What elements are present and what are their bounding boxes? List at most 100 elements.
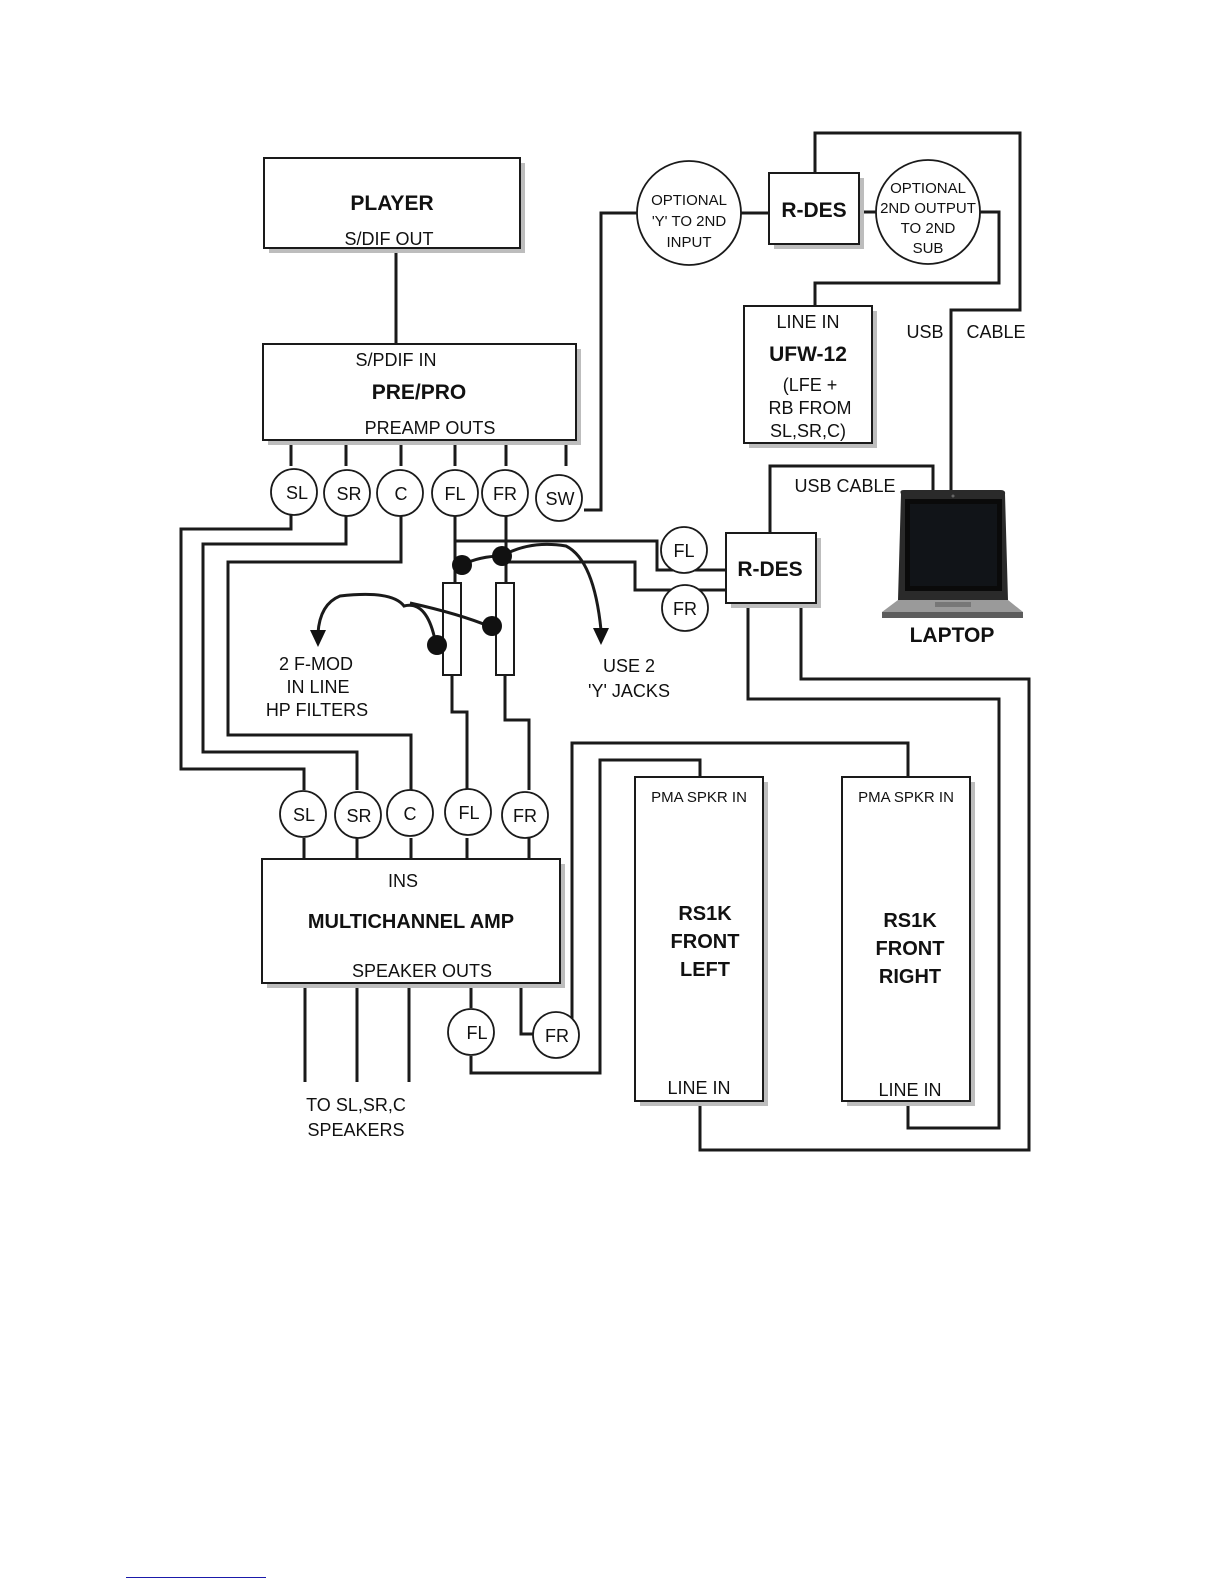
wire-fl-to-amp <box>450 675 469 790</box>
wire-rdes-to-rs1k-left <box>746 603 1001 1130</box>
fmod-note-line-1: 2 F-MOD <box>279 654 353 674</box>
callout-y-curve <box>461 542 603 631</box>
wires <box>179 131 1031 1152</box>
optional-2nd-line-1: OPTIONAL <box>890 180 966 197</box>
amp-jack-c <box>386 789 434 837</box>
rs1k-left-input-label: PMA SPKR IN <box>651 789 747 806</box>
prepro-title: PRE/PRO <box>372 381 467 404</box>
amp-box: INS MULTICHANNEL AMP SPEAKER OUTS <box>261 858 565 988</box>
y-jacks-note-line-2: 'Y' JACKS <box>588 681 670 701</box>
speakers-note-line-2: SPEAKERS <box>307 1120 404 1140</box>
preamp-jack-c <box>376 469 424 517</box>
amp-jack-fr-label: FR <box>513 806 537 826</box>
ufw-note-line-1: (LFE + <box>783 375 838 395</box>
rdes-input-fr-jack <box>661 584 709 632</box>
rs1k-left-box: PMA SPKR IN RS1K FRONT LEFT LINE IN <box>634 776 768 1106</box>
usb-cable-mid-label: USB CABLE <box>794 476 895 496</box>
amp-jack-sl <box>279 790 327 838</box>
rs1k-right-title-line-2: FRONT <box>876 938 945 960</box>
ufw-input-label: LINE IN <box>776 312 839 332</box>
rdes-top-title: R-DES <box>781 199 846 222</box>
amp-outputs-label: SPEAKER OUTS <box>352 961 492 981</box>
amp-jack-fr <box>501 791 549 839</box>
rs1k-right-box: PMA SPKR IN RS1K FRONT RIGHT LINE IN <box>841 776 975 1106</box>
amp-jack-fl <box>444 788 492 836</box>
rdes-input-fl-label: FL <box>673 541 694 561</box>
optional-y-circle: OPTIONAL 'Y' TO 2ND INPUT <box>636 160 742 266</box>
rdes-top-box: R-DES <box>768 172 864 249</box>
preamp-jack-sr-label: SR <box>336 484 361 504</box>
preamp-jack-fl <box>431 469 479 517</box>
wire-fr-to-amp <box>503 675 531 790</box>
wire-optional-2nd-to-ufw <box>813 210 1001 306</box>
rdes-mid-box: R-DES <box>725 532 821 608</box>
wire-sw-to-optional-y <box>584 211 638 512</box>
preamp-jack-c-label: C <box>395 484 408 504</box>
amp-jack-fl-label: FL <box>458 803 479 823</box>
ufw-box: LINE IN UFW-12 (LFE + RB FROM SL,SR,C) <box>743 305 877 448</box>
wire-rdes-to-rs1k-right <box>698 603 1031 1152</box>
callout-fmod-arrowhead <box>310 630 326 647</box>
rs1k-right-title-line-3: RIGHT <box>879 966 941 988</box>
amp-out-jack-fl <box>447 1008 495 1056</box>
amp-out-jack-fr <box>532 1011 580 1059</box>
inline-filters <box>442 582 515 676</box>
amp-jack-sr-label: SR <box>346 806 371 826</box>
player-port-label: S/DIF OUT <box>345 229 434 249</box>
ufw-title: UFW-12 <box>769 343 847 366</box>
wire-sl-to-amp <box>179 515 306 790</box>
optional-y-line-2: 'Y' TO 2ND <box>652 213 727 230</box>
amp-jack-sl-label: SL <box>293 805 315 825</box>
wire-sr-to-amp <box>201 515 359 790</box>
wire-rdes-top-usb <box>813 131 1022 493</box>
preamp-jack-sr <box>323 469 371 517</box>
usb-cable-top-left: USB <box>906 322 943 342</box>
ufw-note-line-2: RB FROM <box>769 398 852 418</box>
amp-input-label: INS <box>388 871 418 891</box>
wire-usb-cable-mid <box>768 464 935 534</box>
fmod-note-line-2: IN LINE <box>286 677 349 697</box>
player-title: PLAYER <box>350 192 433 215</box>
amp-jack-sr <box>334 791 382 839</box>
rs1k-right-input-label: PMA SPKR IN <box>858 789 954 806</box>
callout-fmod-dot-fl <box>427 635 447 655</box>
rs1k-left-title-line-3: LEFT <box>680 959 730 981</box>
wire-c-to-amp <box>226 515 413 790</box>
callout-y-dot-fr <box>492 546 512 566</box>
rdes-mid-title: R-DES <box>737 558 802 581</box>
rs1k-left-title-line-1: RS1K <box>678 903 732 925</box>
preamp-channel-jacks: SL SR C FL FR SW <box>270 468 583 522</box>
optional-2nd-line-4: SUB <box>913 240 944 257</box>
preamp-jack-fl-label: FL <box>444 484 465 504</box>
rs1k-right-title-line-1: RS1K <box>883 910 937 932</box>
optional-y-line-1: OPTIONAL <box>651 192 727 209</box>
rs1k-left-line-in-label: LINE IN <box>667 1078 730 1098</box>
prepro-box: S/PDIF IN PRE/PRO PREAMP OUTS <box>262 343 581 445</box>
callout-fmod-dot-fr <box>482 616 502 636</box>
amp-channel-jacks: SL SR C FL FR <box>279 788 549 839</box>
fmod-filter-fl <box>442 582 462 676</box>
preamp-jack-sl-label: SL <box>286 483 308 503</box>
preamp-jack-sw-label: SW <box>546 489 575 509</box>
amp-out-jack-fl-label: FL <box>466 1023 487 1043</box>
y-jacks-note-line-1: USE 2 <box>603 656 655 676</box>
amp-out-jack-fr-label: FR <box>545 1026 569 1046</box>
amp-jack-c-label: C <box>404 804 417 824</box>
footer-rule <box>126 1577 266 1578</box>
fmod-note-line-3: HP FILTERS <box>266 700 368 720</box>
optional-y-line-3: INPUT <box>667 234 712 251</box>
preamp-jack-sw <box>535 474 583 522</box>
callout-y-dot-fl <box>452 555 472 575</box>
preamp-jack-fr-label: FR <box>493 484 517 504</box>
prepro-input-label: S/PDIF IN <box>355 350 436 370</box>
callout-fmod-curve <box>316 592 438 646</box>
player-box: PLAYER S/DIF OUT <box>263 157 525 253</box>
laptop-icon <box>882 490 1023 618</box>
wire-amp-fr-out <box>519 983 534 1036</box>
usb-cable-top-right: CABLE <box>966 322 1025 342</box>
ufw-note-line-3: SL,SR,C) <box>770 421 846 441</box>
preamp-jack-fr <box>481 469 529 517</box>
amp-title: MULTICHANNEL AMP <box>308 911 514 933</box>
prepro-outputs-label: PREAMP OUTS <box>365 418 496 438</box>
